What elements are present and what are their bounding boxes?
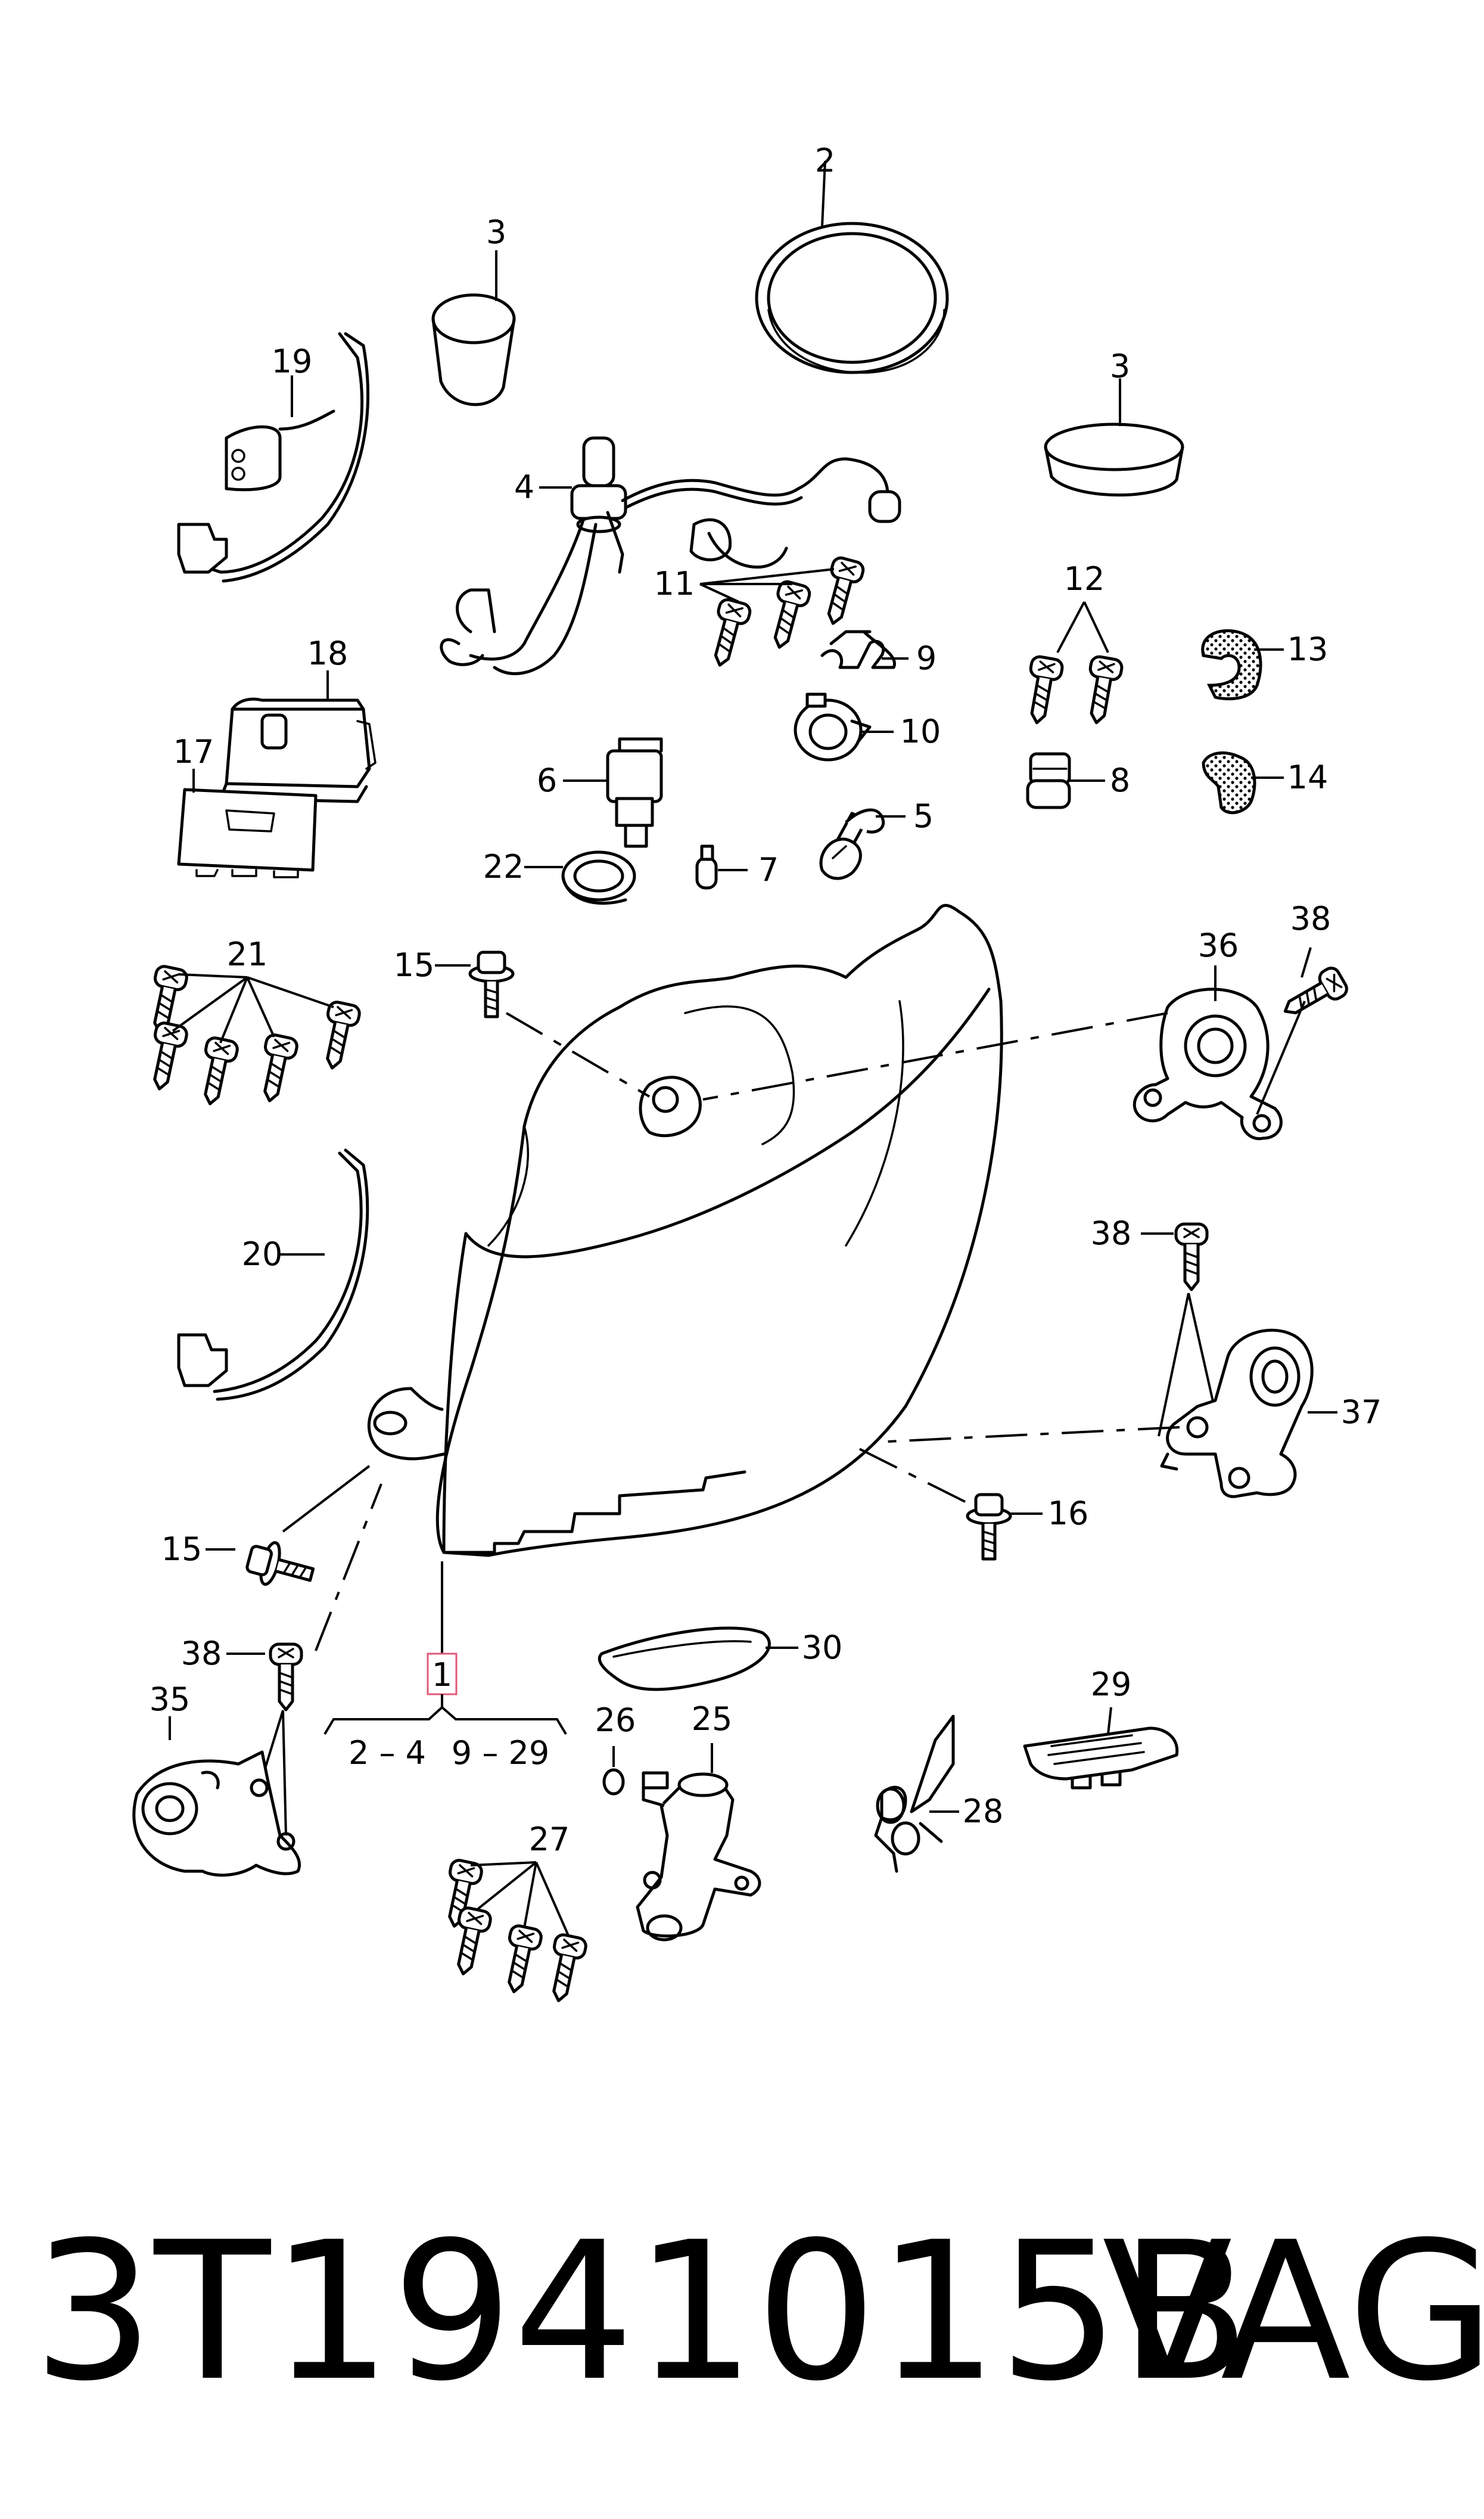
callout-21: 21	[227, 936, 268, 973]
callout-38c: 38	[181, 1635, 222, 1672]
seal-ring-2	[755, 222, 949, 374]
clamp-ring-22	[561, 850, 636, 905]
callout-35: 35	[150, 1681, 191, 1718]
callout-14: 14	[1287, 759, 1329, 796]
callout-5: 5	[913, 797, 934, 835]
callout-16: 16	[1048, 1495, 1089, 1532]
part-number: 3T1941015B	[33, 2201, 1250, 2423]
washer-nozzle-25	[636, 1771, 761, 1942]
callout-38a: 38	[1290, 900, 1331, 937]
callout-37: 37	[1341, 1393, 1382, 1431]
hose-14	[1202, 751, 1256, 815]
bulb-holder-10	[794, 692, 872, 762]
range-label-left: 2 – 4	[349, 1734, 426, 1772]
o-ring-26	[602, 1768, 625, 1796]
callout-20: 20	[242, 1235, 283, 1273]
callout-36: 36	[1198, 927, 1239, 964]
callout-19: 19	[272, 343, 313, 380]
cover-29	[1023, 1726, 1179, 1790]
callout-29: 29	[1091, 1666, 1132, 1703]
callout-3b: 3	[1110, 347, 1130, 385]
control-unit-18	[219, 697, 377, 803]
bulb-5	[819, 808, 885, 880]
bracket-35	[132, 1750, 301, 1877]
callout-9: 9	[916, 639, 937, 677]
callout-25: 25	[692, 1700, 733, 1738]
headlight-housing	[367, 903, 1003, 1557]
callout-22: 22	[483, 848, 524, 886]
callout-17: 17	[173, 733, 214, 771]
callout-26: 26	[595, 1701, 636, 1739]
cable-20	[177, 1148, 369, 1401]
socket-8	[1026, 752, 1071, 809]
cable-19	[177, 332, 369, 583]
callout-11: 11	[654, 565, 695, 602]
clip-9	[820, 630, 897, 669]
callout-15b: 15	[161, 1530, 203, 1568]
callout-7: 7	[758, 851, 779, 889]
gasket-17	[177, 788, 318, 878]
callout-15a: 15	[394, 946, 435, 984]
callout-13: 13	[1287, 630, 1329, 668]
callout-8: 8	[1110, 762, 1130, 799]
socket-6	[606, 737, 663, 848]
rubber-band-3a	[431, 293, 516, 406]
hose-13	[1201, 629, 1262, 701]
callout-3a: 3	[486, 213, 506, 251]
wiring-harness-4	[440, 436, 901, 675]
callout-18: 18	[307, 635, 349, 672]
bracket-36	[1133, 987, 1283, 1141]
callout-27: 27	[529, 1821, 570, 1858]
brand-label: VAG	[1102, 2201, 1484, 2423]
callout-28: 28	[963, 1793, 1004, 1830]
nozzle-holder-28	[874, 1714, 955, 1873]
callout-2: 2	[815, 142, 835, 179]
bracket-37	[1160, 1328, 1314, 1498]
cover-cap-30	[598, 1626, 771, 1691]
callout-38b: 38	[1091, 1215, 1132, 1252]
rubber-band-3b	[1044, 423, 1184, 497]
callout-6: 6	[537, 762, 557, 799]
callout-10: 10	[900, 713, 941, 750]
callout-4: 4	[514, 468, 534, 506]
callout-30: 30	[802, 1629, 843, 1666]
range-label-right: 9 – 29	[452, 1734, 549, 1772]
callout-1: 1	[432, 1656, 452, 1694]
callout-12: 12	[1064, 560, 1105, 598]
small-bulb-7	[695, 844, 718, 890]
